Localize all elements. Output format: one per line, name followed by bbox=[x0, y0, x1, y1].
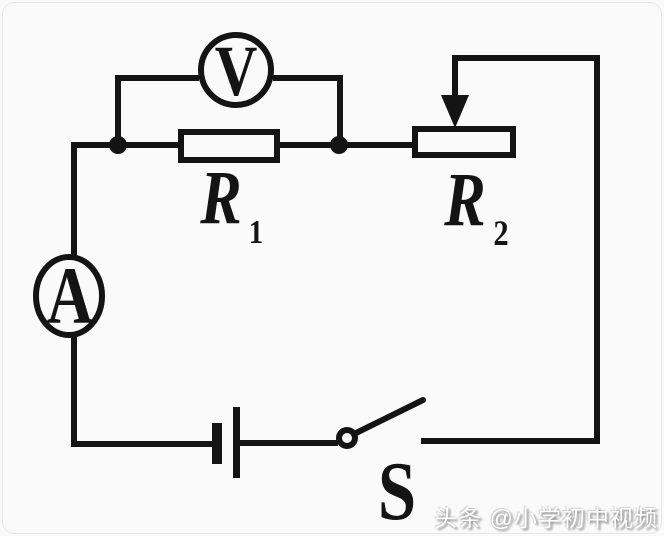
voltmeter-label: V bbox=[215, 32, 258, 112]
switch-lever-icon bbox=[353, 397, 426, 436]
switch-pivot-icon bbox=[336, 427, 358, 449]
rheostat-r2-box-icon bbox=[412, 126, 516, 158]
wire-voltmeter-right bbox=[273, 75, 343, 145]
wire-voltmeter-left bbox=[115, 75, 199, 145]
rheostat-r2-label: R bbox=[443, 158, 485, 242]
ammeter-label: A bbox=[47, 249, 93, 340]
rheostat-slider-arrow-icon bbox=[441, 95, 469, 128]
resistor-r1-box-icon bbox=[178, 129, 280, 163]
resistor-r1-subscript: 1 bbox=[249, 213, 263, 251]
junction-dot-right-icon bbox=[330, 136, 348, 154]
wire-main-left bbox=[71, 142, 181, 259]
watermark-text: 头条 @小学初中视频 bbox=[434, 505, 658, 531]
rheostat-r2-subscript: 2 bbox=[493, 214, 508, 254]
junction-dot-left-icon bbox=[109, 136, 127, 154]
switch-label: S bbox=[378, 445, 416, 536]
wire-switch-to-slider bbox=[421, 55, 600, 444]
resistor-r1-label: R bbox=[199, 156, 241, 240]
ammeter-circle-icon bbox=[33, 254, 105, 338]
wire-ammeter-to-battery bbox=[71, 335, 212, 447]
voltmeter-circle-icon bbox=[198, 32, 274, 108]
battery-negative-plate-icon bbox=[212, 423, 222, 464]
battery-positive-plate-icon bbox=[233, 407, 240, 478]
